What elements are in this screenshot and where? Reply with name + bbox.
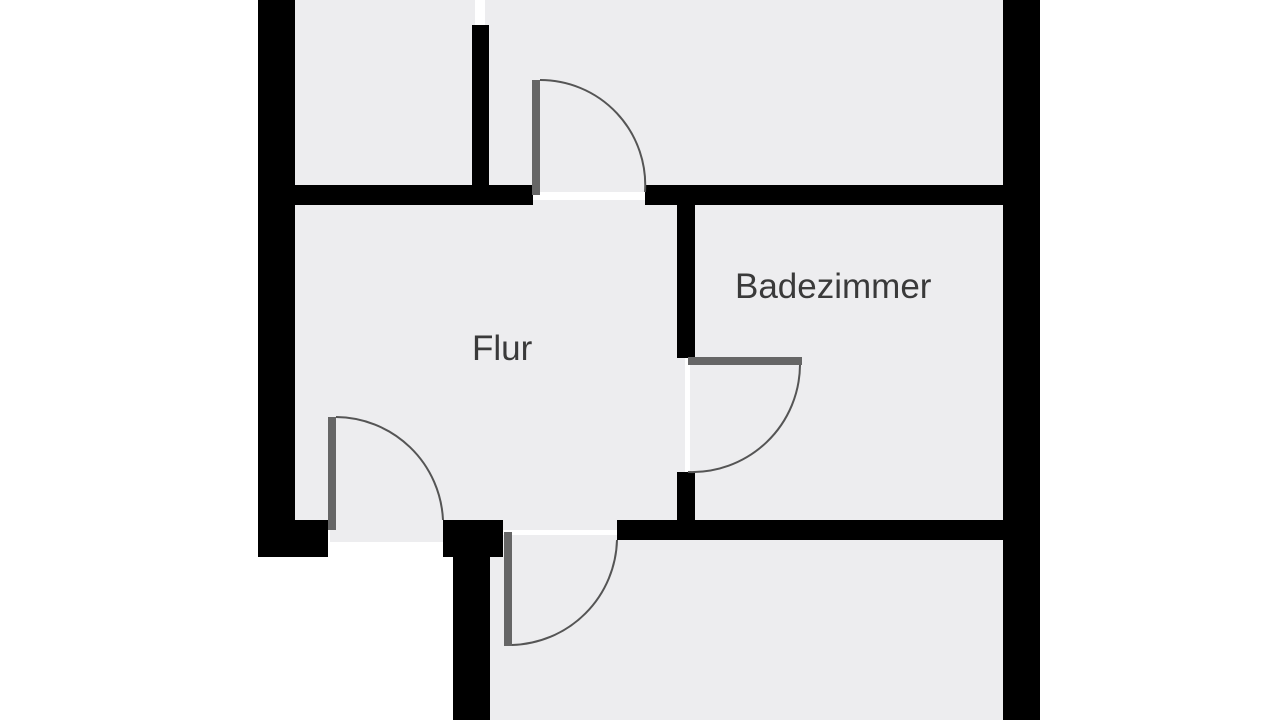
room-label-badezimmer: Badezimmer xyxy=(735,267,932,306)
floor-areas xyxy=(290,0,1020,720)
door-bad-swing-arc xyxy=(687,364,801,474)
door-top-leaf xyxy=(532,80,540,195)
wall-left-bottom-stub xyxy=(258,520,328,557)
door-top-swing-arc xyxy=(539,78,647,193)
wall-h-top-right xyxy=(645,185,1005,205)
wall-left-outer xyxy=(258,0,295,557)
door-entrance-swing-arc xyxy=(335,416,444,521)
wall-h-bottom xyxy=(617,520,1007,540)
door-bottom-leaf xyxy=(504,532,512,646)
door-top xyxy=(532,78,647,195)
wall-h-top-left xyxy=(290,185,533,205)
wall-bad-left-upper xyxy=(677,200,695,358)
door-bad xyxy=(687,357,802,474)
door-entrance-leaf xyxy=(328,417,336,530)
wall-top-divider xyxy=(472,25,489,200)
door-bad-leaf xyxy=(688,357,802,365)
walls xyxy=(258,0,1040,720)
wall-bad-left-lower xyxy=(677,472,695,530)
flur-floor xyxy=(290,200,685,530)
entrance-floor xyxy=(330,520,450,542)
door-bottom-swing-arc xyxy=(511,539,618,646)
wall-right-outer xyxy=(1003,0,1040,720)
room-bottom-floor xyxy=(490,535,1020,720)
doors xyxy=(328,78,802,646)
room-top-right-floor xyxy=(485,0,1020,192)
room-top-left-floor xyxy=(290,0,475,192)
wall-bottom-left-vertical xyxy=(453,520,490,720)
door-entrance xyxy=(328,416,444,530)
room-label-flur: Flur xyxy=(472,329,533,368)
door-bottom xyxy=(504,532,618,646)
